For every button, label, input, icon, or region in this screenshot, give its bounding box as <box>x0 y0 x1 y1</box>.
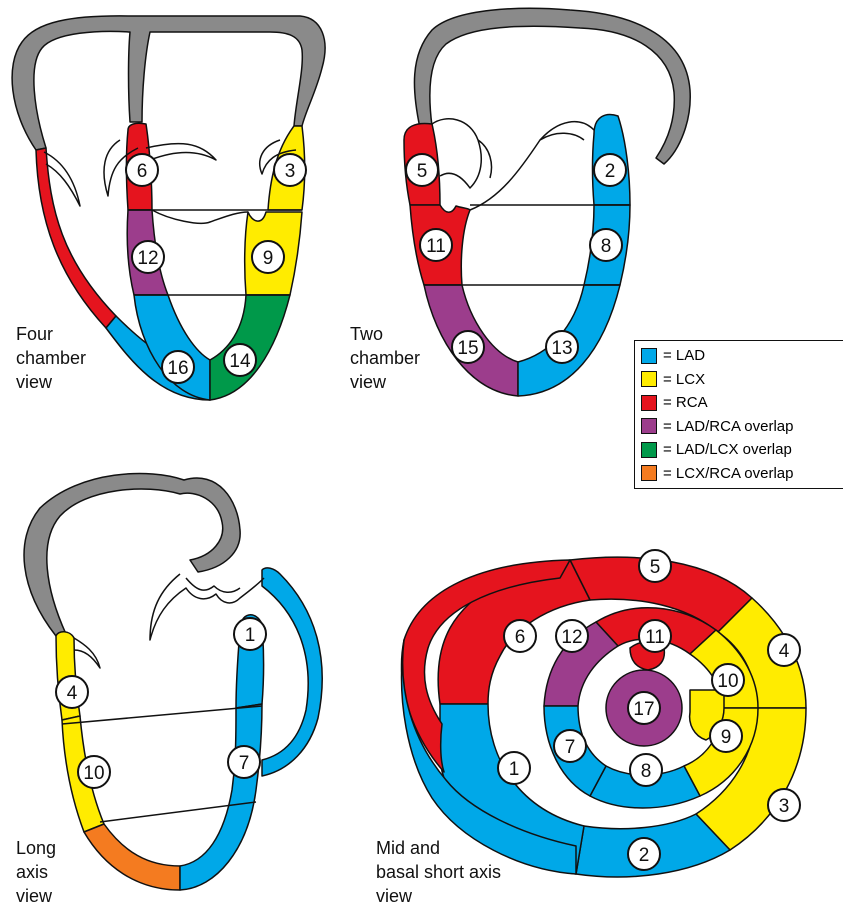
legend-item: = LCX <box>641 368 843 392</box>
four-chamber-valve-left <box>44 140 138 206</box>
view-label-four-chamber: Four chamber view <box>16 322 86 394</box>
legend-item: = RCA <box>641 391 843 415</box>
segment-number-text: 2 <box>639 845 650 866</box>
long-axis-lad-outflow <box>262 568 322 776</box>
view-label-two-chamber: Two chamber view <box>350 322 420 394</box>
legend: = LAD = LCX = RCA = LAD/RCA overlap = LAD/LC… <box>634 340 843 489</box>
segment-7-long <box>180 704 262 890</box>
segment-number-four-chamber: 6 <box>126 154 158 186</box>
segment-number-text: 14 <box>229 351 251 372</box>
segment-number-two-chamber: 2 <box>594 154 626 186</box>
segment-number-long-axis: 10 <box>78 756 110 788</box>
segment-number-two-chamber: 15 <box>452 331 484 363</box>
legend-swatch <box>641 465 657 481</box>
segment-number-text: 16 <box>167 358 188 379</box>
legend-label: = RCA <box>663 394 708 411</box>
two-chamber-atrium-wall <box>414 8 690 164</box>
segment-number-text: 12 <box>561 627 582 648</box>
segment-number-four-chamber: 16 <box>162 351 194 383</box>
segment-number-short-axis: 1 <box>498 752 530 784</box>
segment-number-short-axis: 8 <box>630 754 662 786</box>
segment-number-text: 3 <box>779 796 790 817</box>
long-axis-valve-left <box>74 638 100 668</box>
legend-item: = LAD <box>641 344 843 368</box>
segment-number-text: 4 <box>67 683 78 704</box>
legend-swatch <box>641 442 657 458</box>
legend-swatch <box>641 418 657 434</box>
segment-number-text: 2 <box>605 161 616 182</box>
segment-number-two-chamber: 13 <box>546 331 578 363</box>
legend-item: = LAD/RCA overlap <box>641 415 843 439</box>
segment-number-text: 10 <box>83 763 104 784</box>
segment-number-text: 15 <box>457 338 478 359</box>
segment-number-short-axis: 2 <box>628 838 660 870</box>
segment-number-short-axis: 4 <box>768 634 800 666</box>
segment-number-long-axis: 7 <box>228 746 260 778</box>
two-chamber-valve <box>432 119 594 210</box>
segment-number-text: 1 <box>509 759 520 780</box>
long-axis-level-line-1 <box>62 706 262 724</box>
segment-number-short-axis: 5 <box>639 550 671 582</box>
legend-swatch <box>641 371 657 387</box>
segment-number-two-chamber: 5 <box>406 154 438 186</box>
legend-swatch <box>641 348 657 364</box>
segment-number-text: 3 <box>285 161 296 182</box>
segment-number-short-axis: 3 <box>768 789 800 821</box>
segment-number-text: 9 <box>721 727 732 748</box>
segment-number-text: 9 <box>263 248 274 269</box>
segment-number-short-axis: 6 <box>504 620 536 652</box>
segment-number-short-axis: 11 <box>639 620 671 652</box>
segment-number-short-axis: 7 <box>554 730 586 762</box>
segment-number-text: 5 <box>417 161 428 182</box>
two-chamber-valve-2 <box>478 133 584 178</box>
segment-number-four-chamber: 3 <box>274 154 306 186</box>
segment-number-text: 7 <box>239 753 250 774</box>
segment-number-short-axis: 12 <box>556 620 588 652</box>
segment-number-text: 4 <box>779 641 790 662</box>
segment-number-four-chamber: 12 <box>132 241 164 273</box>
segment-number-text: 6 <box>137 161 148 182</box>
segment-number-text: 1 <box>245 625 256 646</box>
long-axis-aorta-wall <box>24 473 240 636</box>
legend-label: = LCX <box>663 371 705 388</box>
segment-number-long-axis: 1 <box>234 618 266 650</box>
segment-number-text: 5 <box>650 557 661 578</box>
segment-number-text: 12 <box>137 248 158 269</box>
view-label-long-axis: Long axis view <box>16 836 56 908</box>
four-chamber-atria-wall <box>12 16 325 150</box>
view-label-short-axis: Mid and basal short axis view <box>376 836 501 908</box>
segment-number-short-axis: 10 <box>712 664 744 696</box>
segment-number-text: 17 <box>633 699 654 720</box>
long-axis-valve-right-2 <box>186 578 240 592</box>
segment-number-text: 11 <box>426 236 446 257</box>
legend-item: = LAD/LCX overlap <box>641 438 843 462</box>
segment-number-two-chamber: 11 <box>420 229 452 261</box>
segment-number-short-axis: 9 <box>710 720 742 752</box>
long-axis-lcx-rca <box>84 824 180 890</box>
legend-label: = LAD/LCX overlap <box>663 441 792 458</box>
legend-label: = LAD <box>663 347 705 364</box>
legend-item: = LCX/RCA overlap <box>641 462 843 486</box>
legend-label: = LAD/RCA overlap <box>663 418 793 435</box>
segment-number-long-axis: 4 <box>56 676 88 708</box>
segment-number-text: 7 <box>565 737 576 758</box>
short-axis-view <box>402 557 806 877</box>
segment-number-text: 11 <box>645 627 665 648</box>
segment-number-text: 8 <box>641 761 652 782</box>
segment-number-text: 6 <box>515 627 526 648</box>
two-chamber-view <box>404 8 690 396</box>
legend-label: = LCX/RCA overlap <box>663 465 793 482</box>
segment-number-text: 10 <box>717 671 738 692</box>
segment-number-four-chamber: 14 <box>224 344 256 376</box>
four-chamber-cavity-line <box>152 210 248 223</box>
segment-number-short-axis: 17 <box>628 692 660 724</box>
segment-number-text: 8 <box>601 236 612 257</box>
segment-number-two-chamber: 8 <box>590 229 622 261</box>
segment-number-text: 13 <box>551 338 572 359</box>
legend-swatch <box>641 395 657 411</box>
segment-number-four-chamber: 9 <box>252 241 284 273</box>
